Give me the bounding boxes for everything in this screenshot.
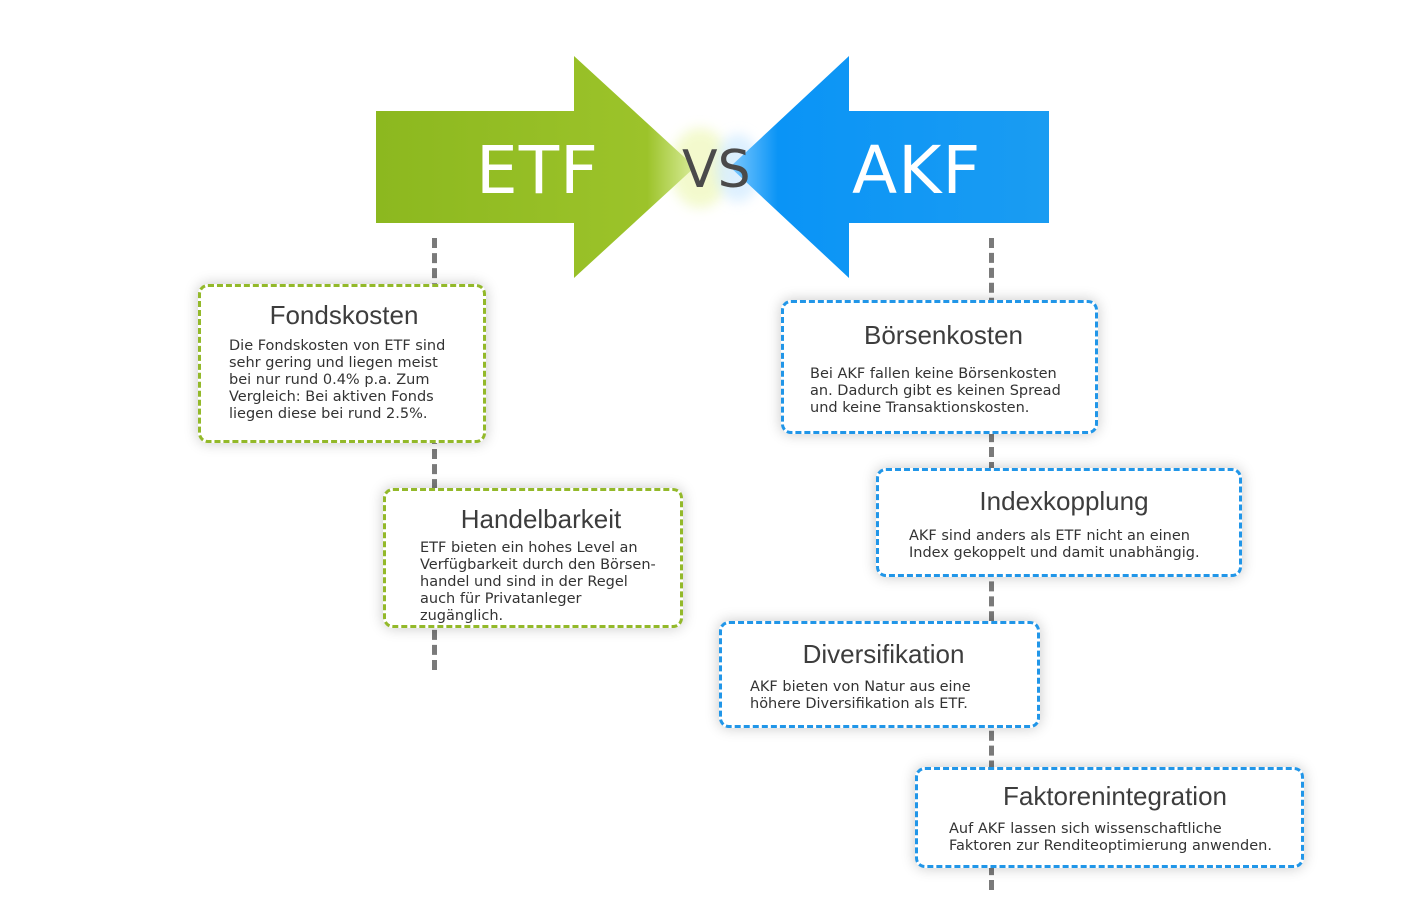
card-text: Die Fondskosten von ETF sind sehr gering… (229, 337, 446, 422)
akf-label: AKF (852, 132, 982, 209)
etf-card-handelbarkeit: Handelbarkeit ETF bieten ein hohes Level… (383, 488, 683, 628)
card-title: Börsenkosten (864, 320, 1023, 350)
card-title: Indexkopplung (979, 486, 1149, 516)
card-text: AKF bieten von Natur aus eine höhere Div… (750, 678, 971, 712)
card-title: Fondskosten (269, 300, 419, 330)
akf-card-boersenkosten: Börsenkosten Bei AKF fallen keine Börsen… (781, 300, 1098, 434)
etf-timeline (432, 238, 437, 670)
etf-arrow (376, 56, 695, 278)
akf-card-diversifikation: Diversifikation AKF bieten von Natur aus… (719, 621, 1040, 728)
card-text: AKF sind anders als ETF nicht an einen I… (909, 527, 1200, 561)
akf-card-faktorenintegration: Faktorenintegration Auf AKF lassen sich … (915, 767, 1304, 868)
card-text: Auf AKF lassen sich wissenschaftliche Fa… (949, 820, 1272, 854)
card-text: ETF bieten ein hohes Level an Verfügbark… (420, 539, 656, 624)
card-title: Faktorenintegration (1002, 781, 1228, 811)
card-text: Bei AKF fallen keine Börsenkosten an. Da… (810, 365, 1061, 416)
etf-card-fondskosten: Fondskosten Die Fondskosten von ETF sind… (198, 284, 486, 443)
card-title: Diversifikation (802, 639, 965, 669)
vs-label: VS (682, 140, 751, 200)
etf-label: ETF (476, 132, 599, 209)
akf-card-indexkopplung: Indexkopplung AKF sind anders als ETF ni… (876, 468, 1242, 577)
card-title: Handelbarkeit (460, 504, 622, 534)
akf-arrow (730, 56, 1049, 278)
